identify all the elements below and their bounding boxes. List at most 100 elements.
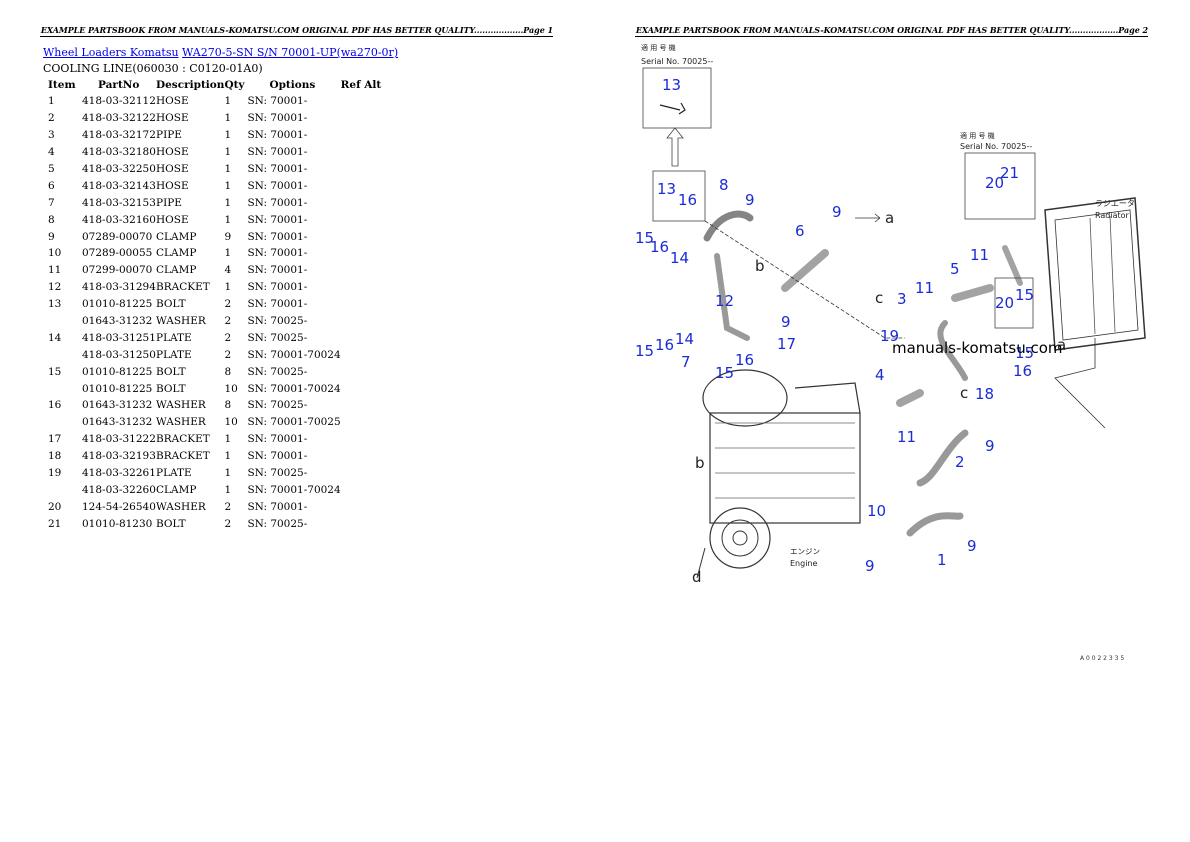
callout-4: 4 [875,366,885,384]
callout-2: 2 [955,453,965,471]
callout-11: 11 [915,279,934,297]
callout-1: 1 [937,551,947,569]
callout-16: 16 [735,351,754,369]
cell-ref-alt [341,194,391,211]
cell-qty: 1 [224,163,232,175]
cell-item: 4 [48,146,55,159]
cell-item: 15 [48,365,62,378]
cell-description: HOSE [156,213,189,226]
cell-ref-alt [341,414,391,431]
parts-table: Item PartNo Description Qty Options Ref … [44,76,391,532]
cell-partno: 418-03-32143 [82,179,156,192]
cell-qty: 1 [224,196,232,209]
cell-options: SN: 70001- [247,146,308,159]
cell-ref-alt [341,161,391,178]
cell-options: SN: 70001-70024 [247,348,341,361]
cell-partno: 418-03-32250 [82,163,156,175]
cell-description: WASHER [156,500,206,513]
cell-options: SN: 70001- [247,163,308,175]
serial-label-2: Serial No. 70025-- [960,142,1032,151]
cell-ref-alt [341,228,391,245]
radiator-shape [1044,197,1146,351]
cell-partno: 07299-00070 [82,264,153,277]
cell-ref-alt [341,380,391,397]
col-header-description: Description [156,78,225,91]
cell-description: BOLT [156,298,186,311]
breadcrumb-link-category[interactable]: Wheel Loaders Komatsu [43,46,179,59]
callout-19: 19 [880,327,899,345]
cell-options: SN: 70001- [247,95,308,108]
cell-ref-alt [341,346,391,363]
cell-description: WASHER [156,399,206,412]
letter-b: b [695,454,705,472]
callout-11: 11 [970,246,989,264]
cell-description: CLAMP [156,264,197,277]
cell-options: SN: 70001- [247,230,308,243]
svg-text:エンジン: エンジン [790,547,820,556]
cell-description: HOSE [156,163,189,175]
cell-ref-alt [341,431,391,448]
cell-partno: 01010-81225 [82,382,153,395]
cell-partno: 418-03-32180 [82,146,156,159]
letter-d: d [692,568,702,586]
cell-item [44,414,82,431]
cell-item: 19 [48,467,62,480]
cell-item: 9 [48,230,55,243]
callout-10: 10 [867,502,886,520]
page-1: EXAMPLE PARTSBOOK FROM MANUALS-KOMATSU.C… [40,25,553,532]
cell-options: SN: 70001- [247,129,308,142]
callout-20: 20 [995,294,1014,312]
breadcrumb-link-model[interactable]: WA270-5-SN S/N 70001-UP(wa270-0r) [182,46,399,59]
cell-description: HOSE [156,146,189,159]
cell-qty: 1 [224,433,232,446]
cell-description: BOLT [156,517,186,530]
callout-15: 15 [715,364,734,382]
cell-partno: 01643-31232 [82,399,153,412]
cell-options: SN: 70001- [247,179,308,192]
letter-a: a [1057,336,1066,354]
callout-7: 7 [681,353,691,371]
cell-qty: 1 [224,146,232,159]
cell-item [44,380,82,397]
callout-12: 12 [715,292,734,310]
cell-item: 10 [48,247,62,260]
page-2: EXAMPLE PARTSBOOK FROM MANUALS-KOMATSU.C… [595,0,1190,842]
cell-item: 21 [48,517,62,530]
cell-qty: 10 [224,382,238,395]
cell-partno: 418-03-32260 [82,483,156,496]
cell-description: WASHER [156,315,206,328]
cell-qty: 1 [224,112,232,125]
cell-description: HOSE [156,179,189,192]
cell-qty: 1 [224,247,232,260]
letter-c: c [875,289,883,307]
callout-17: 17 [777,335,796,353]
callout-9: 9 [865,557,875,575]
callout-9: 9 [832,203,842,221]
cell-description: BRACKET [156,433,210,446]
cell-qty: 9 [224,230,232,243]
page-header: EXAMPLE PARTSBOOK FROM MANUALS-KOMATSU.C… [40,25,553,37]
cell-item: 13 [48,298,62,311]
cell-partno: 418-03-31294 [82,281,156,294]
cell-description: PLATE [156,331,192,344]
cell-options: SN: 70001- [247,433,308,446]
inset-box-4 [994,277,1034,329]
cell-ref-alt [341,110,391,127]
col-header-qty: Qty [224,78,245,91]
cell-item: 14 [48,331,62,344]
cell-qty: 10 [224,416,238,429]
cell-options: SN: 70001- [247,500,308,513]
cell-options: SN: 70001- [247,213,308,226]
svg-text:適 用 号 機: 適 用 号 機 [641,43,676,52]
